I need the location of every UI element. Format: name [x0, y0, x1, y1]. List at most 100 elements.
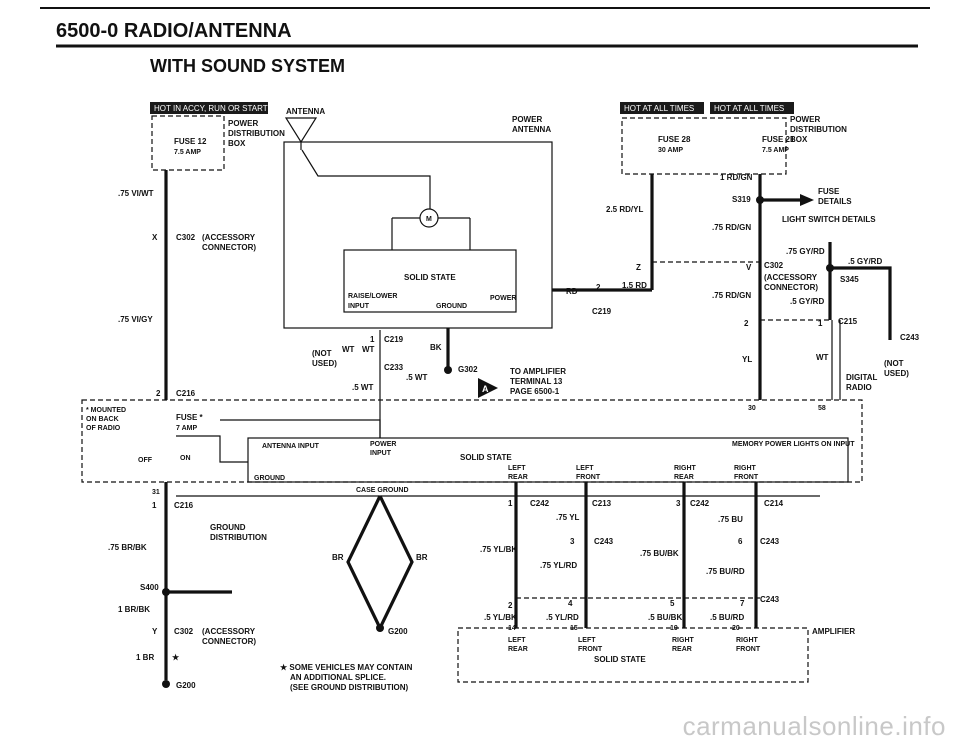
label-left-rear-1: LEFT: [508, 465, 526, 472]
label-fuse21-amp: 7.5 AMP: [762, 147, 789, 154]
label-accessory-r2: CONNECTOR): [764, 283, 818, 292]
s400-splice: [162, 588, 170, 596]
label-bk: BK: [430, 343, 442, 352]
label-num-2b: 2: [596, 283, 601, 292]
label-5-bu-rd: .5 BU/RD: [710, 613, 744, 622]
label-num31: 31: [152, 489, 160, 496]
label-accessory-b1: (ACCESSORY: [202, 627, 256, 636]
label-off: OFF: [138, 457, 153, 464]
label-ground-radio: GROUND: [254, 475, 285, 482]
label-c243: C243: [900, 333, 920, 342]
label-mounted-2: ON BACK: [86, 416, 119, 423]
label-num3b: 3: [570, 537, 575, 546]
page-subtitle: WITH SOUND SYSTEM: [150, 56, 346, 76]
label-num1b: 1: [370, 335, 375, 344]
label-fuse28: FUSE 28: [658, 135, 691, 144]
label-c219: C219: [592, 307, 612, 316]
label-accessory-r1: (ACCESSORY: [764, 273, 818, 282]
amplifier-reference-arrow: [478, 378, 498, 398]
label-75-bu-rd: .75 BU/RD: [706, 567, 745, 576]
amplifier-unit: [457, 627, 809, 683]
label-br-l: BR: [332, 553, 344, 562]
label-not-used-r1: (NOT: [884, 359, 904, 368]
wire-case-ground-right: [378, 495, 414, 629]
hot-all-badge-1-text: HOT AT ALL TIMES: [624, 104, 694, 113]
hot-all-badge-2-text: HOT AT ALL TIMES: [714, 104, 784, 113]
label-c302c: C302: [174, 627, 194, 636]
label-5-bu-bk: .5 BU/BK: [648, 613, 682, 622]
label-mounted-3: OF RADIO: [86, 425, 121, 432]
label-5-yl-bk: .5 YL/BK: [484, 613, 517, 622]
label-c243b: C243: [594, 537, 614, 546]
label-wt-b: WT: [362, 345, 375, 354]
label-not-used-l2: USED): [312, 359, 337, 368]
label-fuse28-amp: 30 AMP: [658, 147, 683, 154]
label-accessory-1: (ACCESSORY: [202, 233, 256, 242]
label-75-gy-rd: .75 GY/RD: [786, 247, 825, 256]
label-mounted-1: * MOUNTED: [86, 407, 126, 414]
label-75-vi-gy: .75 VI/GY: [118, 315, 153, 324]
label-solid-state: SOLID STATE: [404, 273, 456, 282]
label-input: INPUT: [348, 303, 370, 310]
label-z: Z: [636, 263, 641, 272]
radio-solid-state-box: [247, 437, 849, 483]
label-num5: 5: [670, 599, 675, 608]
label-right-front-2: FRONT: [734, 474, 759, 481]
label-num7: 7: [740, 599, 745, 608]
label-power-dist-r3: BOX: [790, 135, 808, 144]
label-num1c: 1: [152, 501, 157, 510]
label-75-rd-gn: .75 RD/GN: [712, 223, 751, 232]
label-c219b: C219: [384, 335, 404, 344]
label-power-antenna-1: POWER: [512, 115, 542, 124]
label-1-br: 1 BR: [136, 653, 154, 662]
label-25-rd-yl: 2.5 RD/YL: [606, 205, 643, 214]
digital-radio-lines: [831, 320, 841, 400]
label-c215: C215: [838, 317, 858, 326]
label-ground-dist-1: GROUND: [210, 523, 246, 532]
label-num19: 19: [670, 625, 678, 632]
label-1-rd-gn: 1 RD/GN: [720, 173, 753, 182]
label-1-br-bk: 1 BR/BK: [118, 605, 150, 614]
label-left-rear-2: REAR: [508, 474, 528, 481]
label-wt-a: WT: [342, 345, 355, 354]
label-s345: S345: [840, 275, 859, 284]
label-right-rear-2: REAR: [674, 474, 694, 481]
label-fuse-star: FUSE *: [176, 413, 204, 422]
wire-case-ground-left: [346, 495, 382, 629]
label-amp-ref-2: TERMINAL 13: [510, 377, 563, 386]
fuse-star-line: [176, 435, 248, 463]
label-75-br-bk: .75 BR/BK: [108, 543, 147, 552]
label-amp-left-front-2: FRONT: [578, 646, 603, 653]
label-amplifier: AMPLIFIER: [812, 627, 855, 636]
s345-splice: [826, 264, 834, 272]
s319-splice: [756, 196, 764, 204]
hot-all-badge-1: [620, 102, 704, 114]
left-power-distribution-box: [151, 115, 225, 171]
label-ref-letter: A: [482, 384, 489, 394]
label-num30: 30: [748, 405, 756, 412]
label-5-yl-rd: .5 YL/RD: [546, 613, 579, 622]
label-c243d: C243: [760, 595, 780, 604]
label-power-input-2: INPUT: [370, 450, 392, 457]
label-s319: S319: [732, 195, 751, 204]
label-g200: G200: [176, 681, 196, 690]
label-g200b: G200: [388, 627, 408, 636]
right-power-distribution-box: [621, 117, 787, 175]
label-power-dist-r1: POWER: [790, 115, 820, 124]
g200b-ground-dot: [376, 624, 384, 632]
label-g302: G302: [458, 365, 478, 374]
hot-all-badge-2: [710, 102, 794, 114]
label-75-vi-wt: .75 VI/WT: [118, 189, 154, 198]
label-num1: 1: [818, 319, 823, 328]
label-accessory-b2: CONNECTOR): [202, 637, 256, 646]
label-amp-right-front-1: RIGHT: [736, 637, 759, 644]
label-num14: 14: [508, 625, 516, 632]
label-note-2: AN ADDITIONAL SPLICE.: [290, 673, 386, 682]
label-75-bu: .75 BU: [718, 515, 743, 524]
power-input-line: [220, 419, 381, 438]
label-right-front-1: RIGHT: [734, 465, 757, 472]
label-raise-lower: RAISE/LOWER: [348, 293, 397, 300]
power-antenna-module: [283, 141, 553, 329]
label-75-rd-gn2: .75 RD/GN: [712, 291, 751, 300]
